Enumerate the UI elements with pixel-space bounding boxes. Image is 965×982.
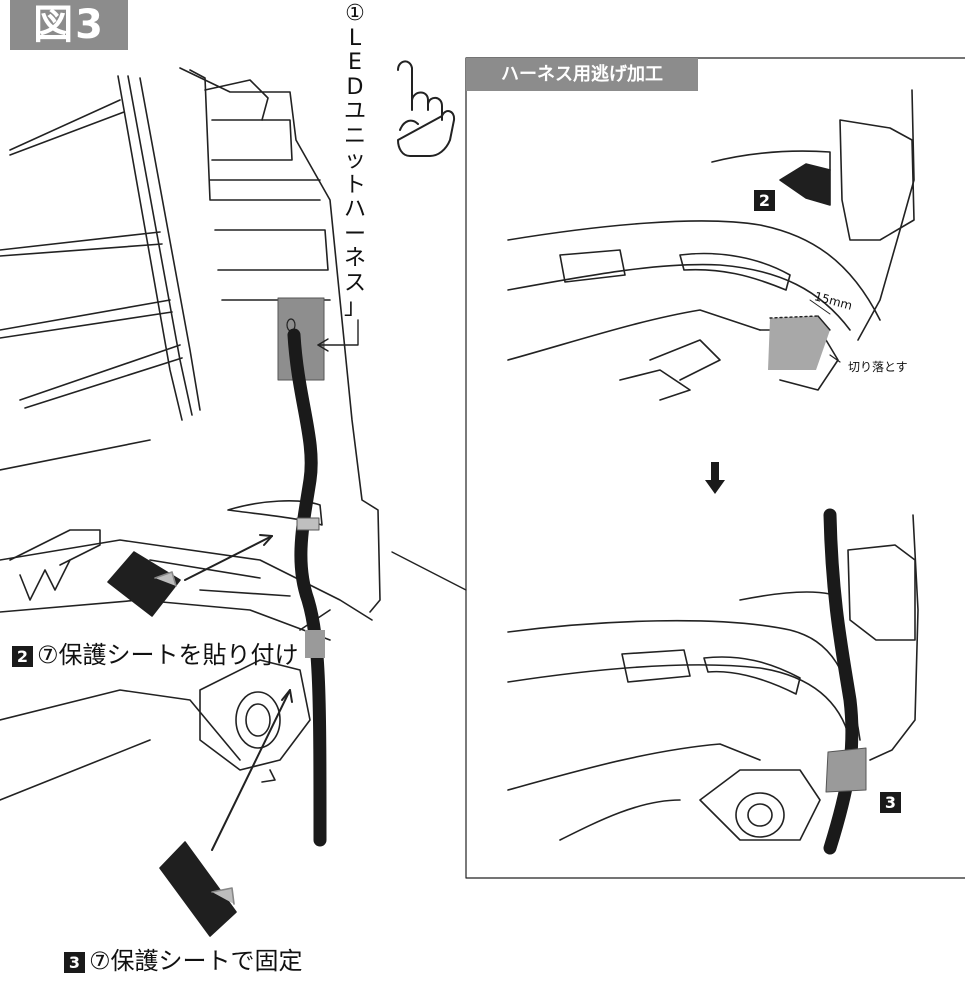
detail-badge-2: 2 (754, 190, 775, 211)
detail-badge-3: 3 (880, 792, 901, 813)
cut-label: 切り落とす (848, 360, 908, 374)
step-3-text: ⑦保護シートで固定 (89, 947, 303, 975)
protective-sheet-upper (107, 551, 181, 617)
label-leader-line (317, 319, 359, 346)
cut-leader (829, 354, 841, 363)
cable-tape-lower (305, 630, 325, 658)
attach-arrow-lower (211, 689, 291, 851)
detail-connector (391, 551, 467, 591)
protective-sheet-lower (159, 841, 237, 937)
step-2-number: 2 (12, 645, 33, 667)
detail-harness-cable (823, 508, 859, 855)
detail-lower-drawing (507, 514, 919, 841)
led-harness-cable (287, 328, 327, 847)
step-2-text: ⑦保護シートを貼り付け (37, 641, 299, 669)
step-3-number: 3 (64, 951, 85, 973)
cable-tape-mark (296, 517, 320, 531)
detail-box (465, 57, 965, 879)
detail-tape (825, 747, 867, 793)
cut-area (768, 316, 830, 370)
detail-upper-drawing (507, 89, 915, 401)
led-unit-harness-label: ① L E D ユ ニ ッ ト ハ ー ネ ス 」 (343, 1, 366, 320)
detail-title: ハーネス用逃げ加工 (466, 58, 698, 91)
down-arrow-icon (705, 462, 725, 494)
housing-outline (0, 67, 381, 801)
figure-label: 図3 (10, 0, 128, 50)
attach-arrow-upper (184, 535, 273, 581)
pointing-hand-icon (397, 60, 456, 157)
